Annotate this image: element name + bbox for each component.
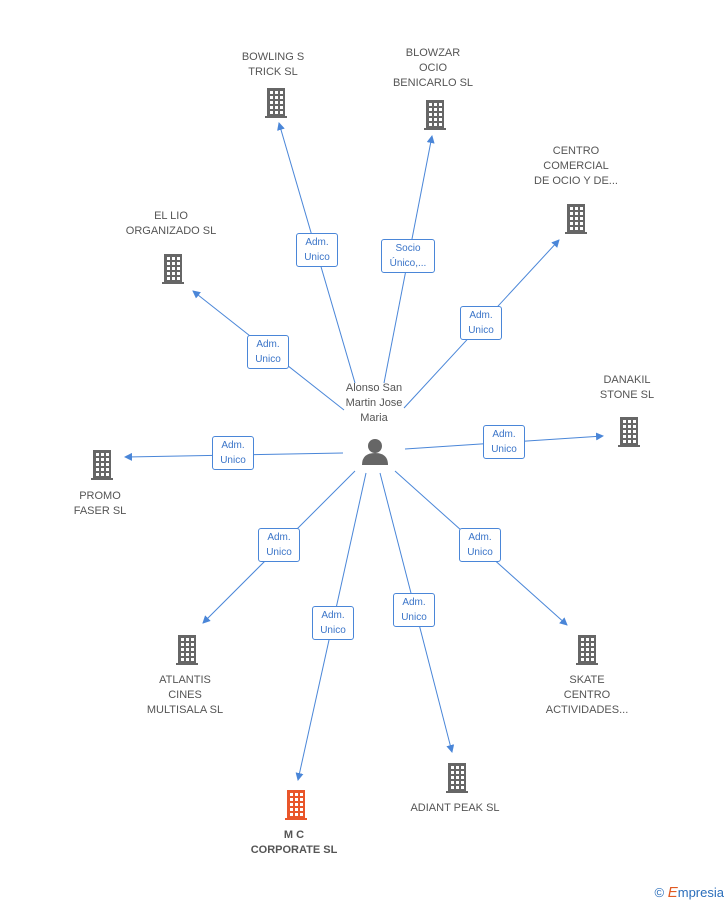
- node-label-promo[interactable]: PROMO FASER SL: [73, 490, 127, 517]
- node-label-ellio[interactable]: EL LIO ORGANIZADO SL: [125, 210, 217, 237]
- empresia-brand[interactable]: © Empresia: [655, 884, 724, 901]
- building-icon[interactable]: [446, 763, 468, 793]
- node-label-bowling[interactable]: BOWLING S TRICK SL: [241, 51, 305, 78]
- edge-label-skate[interactable]: Adm. Unico: [459, 528, 501, 562]
- edge-label-ellio[interactable]: Adm. Unico: [247, 335, 289, 369]
- building-icon[interactable]: [265, 88, 287, 118]
- node-label-skate[interactable]: SKATE CENTRO ACTIVIDADES...: [545, 674, 629, 716]
- building-icon[interactable]: [618, 417, 640, 447]
- edge-label-adiant[interactable]: Adm. Unico: [393, 593, 435, 627]
- node-label-blowzar[interactable]: BLOWZAR OCIO BENICARLO SL: [392, 47, 474, 89]
- edge-label-mc[interactable]: Adm. Unico: [312, 606, 354, 640]
- edge-label-centro[interactable]: Adm. Unico: [460, 306, 502, 340]
- person-icon[interactable]: [362, 439, 388, 465]
- node-label-adiant[interactable]: ADIANT PEAK SL: [410, 802, 500, 814]
- building-icon[interactable]: [91, 450, 113, 480]
- node-label-danakil[interactable]: DANAKIL STONE SL: [599, 374, 655, 401]
- building-icon[interactable]: [576, 635, 598, 665]
- edge-label-danakil[interactable]: Adm. Unico: [483, 425, 525, 459]
- edge-label-atlantis[interactable]: Adm. Unico: [258, 528, 300, 562]
- center-person-label[interactable]: Alonso San Martin Jose Maria: [345, 382, 403, 424]
- node-label-centro[interactable]: CENTRO COMERCIAL DE OCIO Y DE...: [534, 145, 618, 187]
- brand-name: mpresia: [677, 885, 724, 900]
- building-icon[interactable]: [176, 635, 198, 665]
- copyright-symbol: ©: [654, 885, 665, 900]
- building-icon[interactable]: [565, 204, 587, 234]
- node-label-mc[interactable]: M C CORPORATE SL: [250, 829, 338, 856]
- building-icon[interactable]: [285, 790, 307, 820]
- node-label-atlantis[interactable]: ATLANTIS CINES MULTISALA SL: [146, 674, 224, 716]
- building-icon[interactable]: [424, 100, 446, 130]
- brand-initial: E: [667, 884, 678, 901]
- building-icon[interactable]: [162, 254, 184, 284]
- edge-label-bowling[interactable]: Adm. Unico: [296, 233, 338, 267]
- edge-label-blowzar[interactable]: Socio Único,...: [381, 239, 435, 273]
- edge-label-promo[interactable]: Adm. Unico: [212, 436, 254, 470]
